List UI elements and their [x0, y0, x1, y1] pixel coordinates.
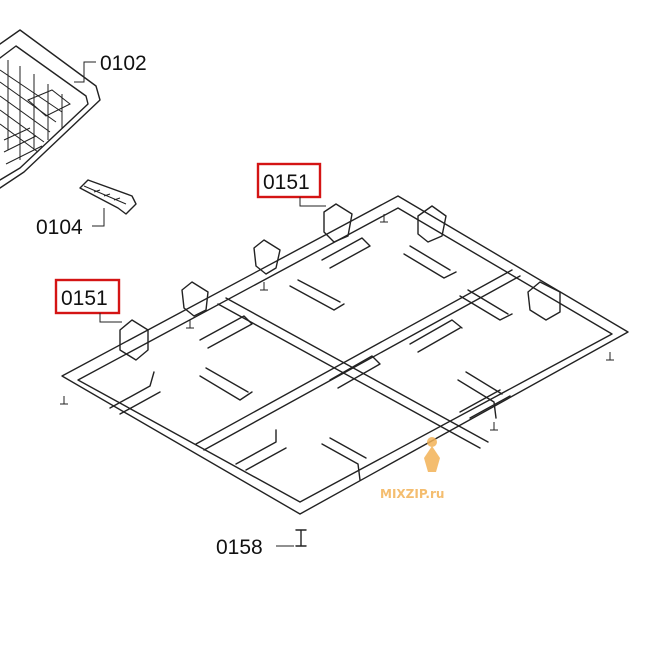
foot-part [295, 529, 307, 547]
leader-0104 [92, 208, 105, 227]
leader-0102 [74, 61, 96, 83]
part-label-0151-top: 0151 [263, 171, 310, 194]
watermark-text: MIXZIP.ru [380, 487, 444, 501]
tray-part [0, 29, 101, 189]
part-label-0158: 0158 [216, 536, 263, 559]
part-label-0102: 0102 [100, 52, 147, 75]
part-label-0104: 0104 [36, 216, 83, 239]
leader-0151-top [299, 197, 326, 207]
clip-part [79, 179, 137, 215]
part-label-0151-left: 0151 [61, 287, 108, 310]
callout-0151-top: 0151 [256, 162, 326, 207]
watermark: MIXZIP.ru [380, 437, 444, 501]
callout-0151-left: 0151 [54, 278, 122, 323]
highlight-box-top [256, 162, 322, 199]
highlight-box-left [54, 278, 121, 315]
leader-0151-left [99, 313, 122, 323]
grate-part [60, 195, 629, 515]
